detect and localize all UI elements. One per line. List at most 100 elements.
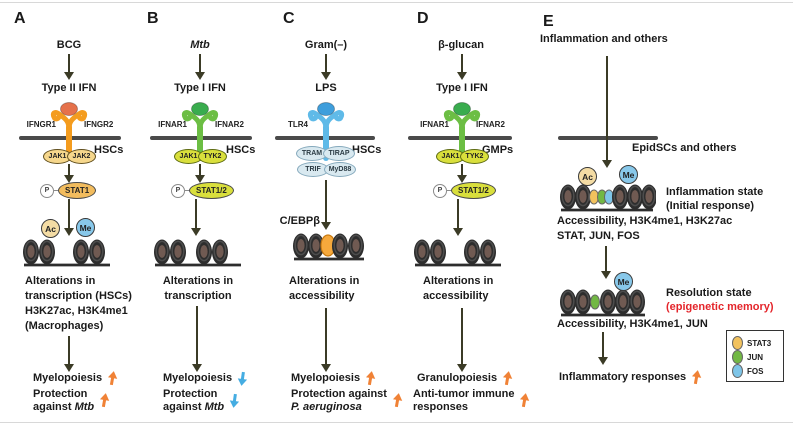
up-arrow-icon xyxy=(108,371,118,386)
stimulus-label: Mtb xyxy=(190,39,210,51)
phospho-link xyxy=(185,189,189,192)
methylation-mark: Me xyxy=(619,165,638,184)
up-arrow-icon xyxy=(692,370,702,385)
down-arrow xyxy=(191,306,203,372)
alterations-text: Alterations in transcription xyxy=(162,275,234,302)
mediator-label: Type I IFN xyxy=(436,82,488,94)
phospho-link xyxy=(447,189,451,192)
down-arrow-long xyxy=(601,56,613,168)
chromatin-icon-resolution xyxy=(559,288,646,317)
epigenetic-memory-text: (epigenetic memory) xyxy=(666,301,774,313)
marks-text: Accessibility, H3K4me1, JUN xyxy=(557,318,708,330)
state-label: Resolution state (epigenetic memory) xyxy=(666,287,774,313)
chromatin-icon xyxy=(22,238,110,267)
alterations-text: Alterations in accessibility xyxy=(289,275,360,302)
cell-type-label: HSCs xyxy=(94,144,124,156)
down-arrow xyxy=(452,199,464,236)
down-arrow xyxy=(320,308,332,372)
up-arrow-icon xyxy=(392,393,403,408)
adapter-oval: MyD88 xyxy=(324,162,356,177)
chromatin-icon xyxy=(413,238,501,267)
legend-item: FOS xyxy=(732,364,778,378)
panel-letter: D xyxy=(417,10,429,27)
kinase-oval: TYK2 xyxy=(460,149,489,164)
down-arrow xyxy=(63,164,75,183)
outcome-row: Myelopoiesis xyxy=(33,371,118,386)
adapter-oval: TIRAP xyxy=(323,146,355,161)
stat-complex: P STAT1/2 xyxy=(171,182,234,199)
ligand-icon xyxy=(60,102,78,116)
panel-letter: C xyxy=(283,10,295,27)
figure-top-rule xyxy=(0,2,793,3)
down-arrow xyxy=(456,54,468,80)
panel-letter: E xyxy=(543,13,554,30)
fos-swatch xyxy=(732,364,743,378)
methylation-mark: Me xyxy=(614,272,633,291)
phospho-icon: P xyxy=(40,183,54,198)
acetylation-mark: Ac xyxy=(578,167,597,186)
phospho-link xyxy=(54,189,58,192)
up-arrow-icon xyxy=(366,371,376,386)
kinase-oval: JAK2 xyxy=(67,149,96,164)
down-arrow xyxy=(63,336,75,372)
chromatin-icon xyxy=(153,238,241,267)
chromatin-icon xyxy=(292,232,365,261)
outcome-row: Protection against P. aeruginosa xyxy=(291,388,403,413)
down-arrow xyxy=(63,54,75,80)
outcome-row: Protection against Mtb xyxy=(33,388,110,413)
receptor-subunit-right: IFNAR2 xyxy=(215,120,244,129)
receptor-subunit-left: IFNAR1 xyxy=(158,120,187,129)
down-arrow xyxy=(456,308,468,372)
up-arrow-icon xyxy=(520,393,530,408)
panel-letter: B xyxy=(147,10,159,27)
down-arrow xyxy=(190,199,202,236)
stat-oval: STAT1/2 xyxy=(451,182,496,199)
cell-type-label: EpidSCs and others xyxy=(632,142,737,154)
down-arrow xyxy=(320,54,332,80)
chromatin-icon-inflammation xyxy=(559,183,656,212)
ligand-icon xyxy=(191,102,209,116)
receptor-subunit-right: IFNAR2 xyxy=(476,120,505,129)
down-arrow xyxy=(320,180,332,230)
receptor-subunit-left: IFNGR1 xyxy=(26,120,56,129)
legend-item: STAT3 xyxy=(732,336,778,350)
kinase-oval: JAK1 xyxy=(43,149,72,164)
kinase-oval: TYK2 xyxy=(198,149,227,164)
mediator-label: Type II IFN xyxy=(41,82,97,94)
stimulus-label: Inflammation and others xyxy=(540,33,668,45)
tf-label: C/EBPβ xyxy=(279,215,320,227)
cell-type-label: GMPs xyxy=(482,144,514,156)
outcome-row: Myelopoiesis xyxy=(291,371,376,386)
mediator-label: LPS xyxy=(315,82,337,94)
alterations-text: Alterations in accessibility xyxy=(423,275,494,302)
down-arrow xyxy=(600,246,612,279)
receptor-subunit-left: IFNAR1 xyxy=(420,120,449,129)
up-arrow-icon xyxy=(503,371,513,386)
mediator-label: Type I IFN xyxy=(174,82,226,94)
figure-bottom-rule xyxy=(0,422,793,423)
down-arrow-icon xyxy=(237,371,248,386)
methylation-mark: Me xyxy=(76,218,95,237)
stat3-swatch xyxy=(732,336,743,350)
jun-swatch xyxy=(732,350,743,364)
outcome-row: Protection against Mtb xyxy=(163,388,240,413)
legend-item: JUN xyxy=(732,350,778,364)
ligand-icon xyxy=(453,102,471,116)
down-arrow-icon xyxy=(229,393,240,408)
stimulus-label: BCG xyxy=(56,39,82,51)
stat-complex: P STAT1 xyxy=(40,182,97,199)
down-arrow xyxy=(194,164,206,183)
cell-membrane xyxy=(558,136,658,140)
down-arrow xyxy=(456,164,468,183)
stat-complex: P STAT1/2 xyxy=(433,182,496,199)
acetylation-mark: Ac xyxy=(41,219,60,238)
down-arrow xyxy=(597,332,609,365)
outcome-row: Granulopoiesis xyxy=(417,371,513,386)
phospho-icon: P xyxy=(433,183,447,198)
cell-type-label: HSCs xyxy=(352,144,382,156)
receptor-label: TLR4 xyxy=(288,120,308,129)
phospho-icon: P xyxy=(171,183,185,198)
outcome-row: Anti-tumor immune responses xyxy=(413,388,530,413)
receptor-subunit-right: IFNGR2 xyxy=(84,120,114,129)
outcome-row: Myelopoiesis xyxy=(163,371,248,386)
